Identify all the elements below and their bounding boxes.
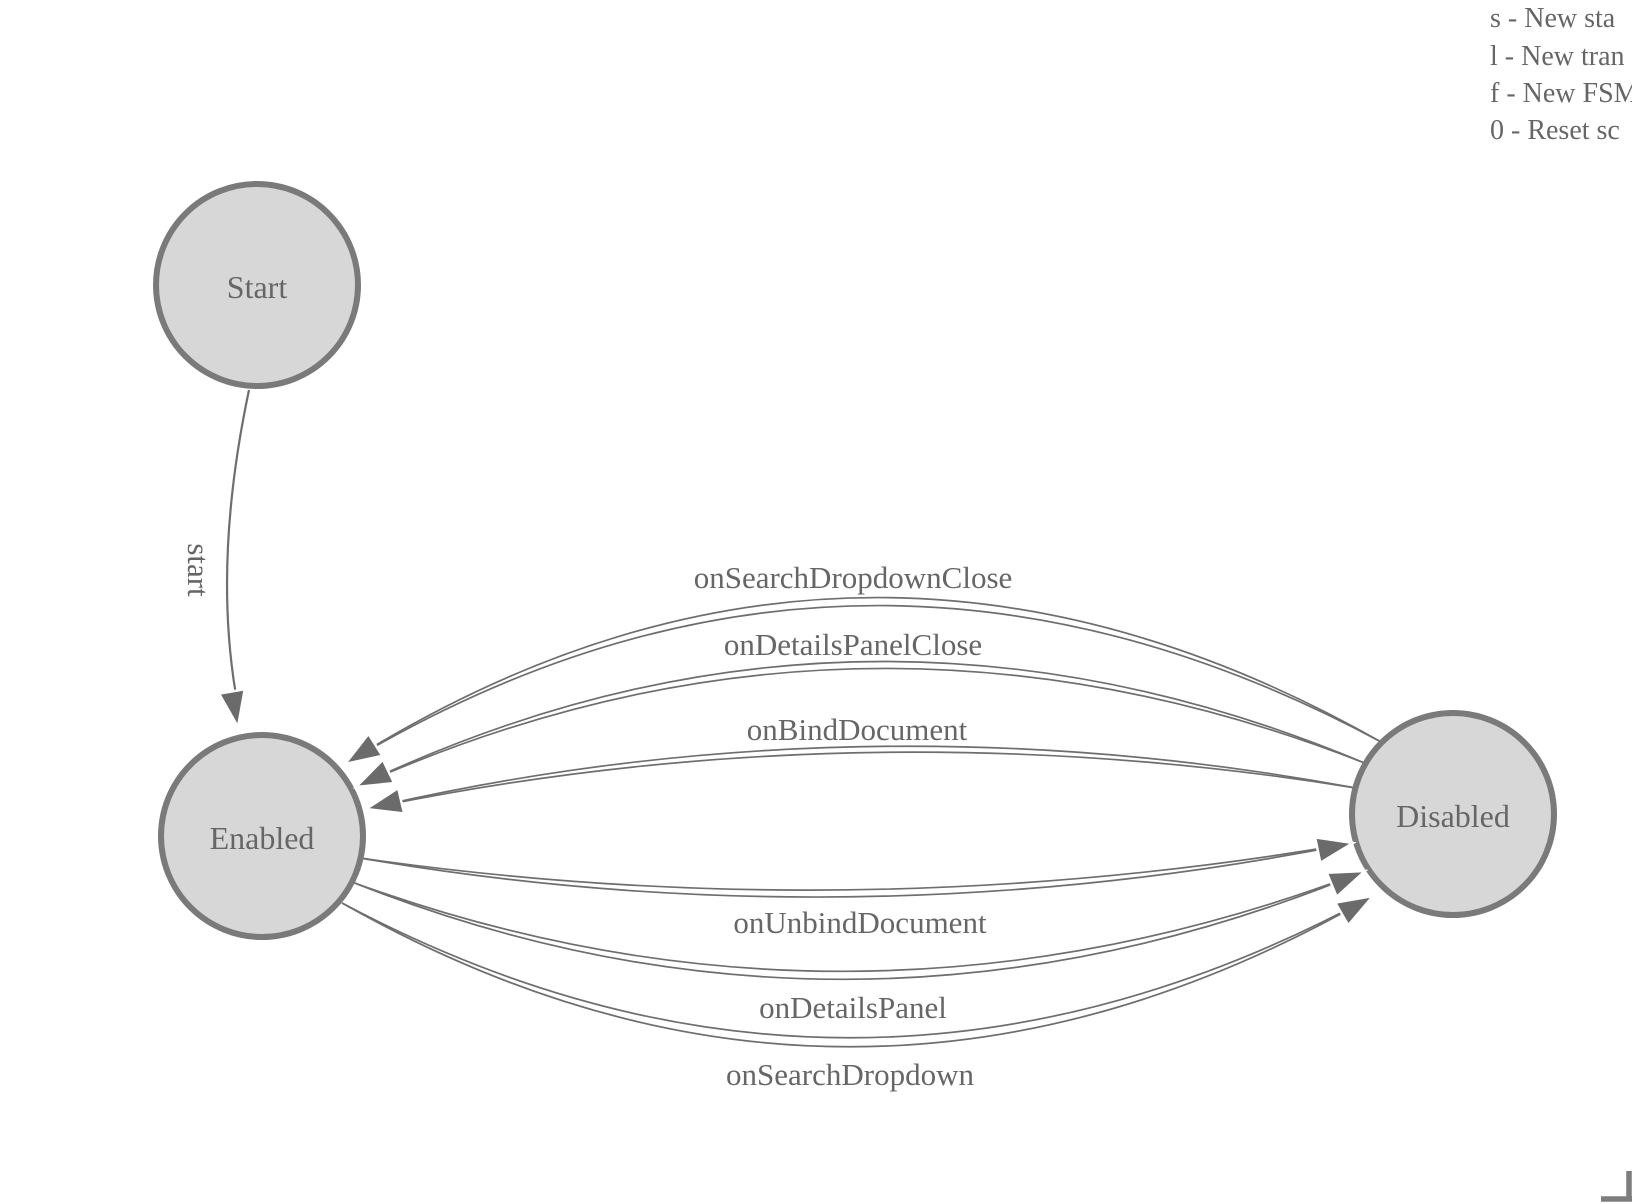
transition-edge-details-panel-inner[interactable] xyxy=(351,870,1366,973)
arrowhead-search-dropdown-close xyxy=(341,731,385,766)
arrowhead-search-dropdown xyxy=(1333,894,1377,928)
transition-label-details-panel-close[interactable]: onDetailsPanelClose xyxy=(724,627,982,662)
transition-label-search-dropdown[interactable]: onSearchDropdown xyxy=(726,1057,974,1092)
state-label-disabled: Disabled xyxy=(1396,798,1510,834)
transition-label-search-dropdown-close[interactable]: onSearchDropdownClose xyxy=(694,560,1013,595)
transition-label-bind-document[interactable]: onBindDocument xyxy=(747,712,968,747)
transition-edge-search-dropdown[interactable] xyxy=(341,895,1374,1048)
state-label-start: Start xyxy=(227,269,288,305)
state-label-enabled: Enabled xyxy=(210,820,315,856)
transition-label-details-panel[interactable]: onDetailsPanel xyxy=(759,990,947,1025)
legend-line-reset: 0 - Reset sc xyxy=(1490,115,1620,146)
transition-edge-unbind-document-inner[interactable] xyxy=(359,842,1354,891)
legend-line-new-fsm: f - New FSM xyxy=(1490,78,1632,109)
arrowhead-bind-document xyxy=(362,786,406,815)
transition-label-start[interactable]: start xyxy=(181,543,216,597)
transition-edge-search-dropdown-close-inner[interactable] xyxy=(344,604,1384,765)
legend-line-new-state: s - New sta xyxy=(1490,3,1616,34)
shortcut-legend: s - New sta l - New tran f - New FSM 0 -… xyxy=(1490,3,1632,146)
transition-label-unbind-document[interactable]: onUnbindDocument xyxy=(733,905,987,940)
arrowhead-start xyxy=(217,687,247,731)
transition-edge-details-panel[interactable] xyxy=(351,870,1366,981)
state-node-disabled[interactable] xyxy=(1349,710,1557,918)
paper-corner xyxy=(1601,1171,1632,1202)
transition-edge-details-panel-close-inner[interactable] xyxy=(355,667,1368,788)
transition-edge-details-panel-close[interactable] xyxy=(355,660,1368,788)
arrowhead-details-panel xyxy=(1324,869,1369,899)
state-node-start[interactable] xyxy=(153,181,361,389)
transition-edge-search-dropdown-inner[interactable] xyxy=(341,895,1374,1039)
transition-edge-bind-document[interactable] xyxy=(365,745,1357,810)
state-node-enabled[interactable] xyxy=(158,732,366,940)
transition-edge-start[interactable] xyxy=(225,389,251,696)
arrowhead-details-panel-close xyxy=(352,757,396,789)
transition-edge-bind-document-inner[interactable] xyxy=(365,751,1357,810)
transition-edge-search-dropdown-close[interactable] xyxy=(344,596,1384,765)
legend-line-new-transition: l - New tran xyxy=(1490,41,1625,72)
transition-edge-unbind-document[interactable] xyxy=(359,842,1354,898)
arrowhead-unbind-document xyxy=(1313,835,1357,865)
